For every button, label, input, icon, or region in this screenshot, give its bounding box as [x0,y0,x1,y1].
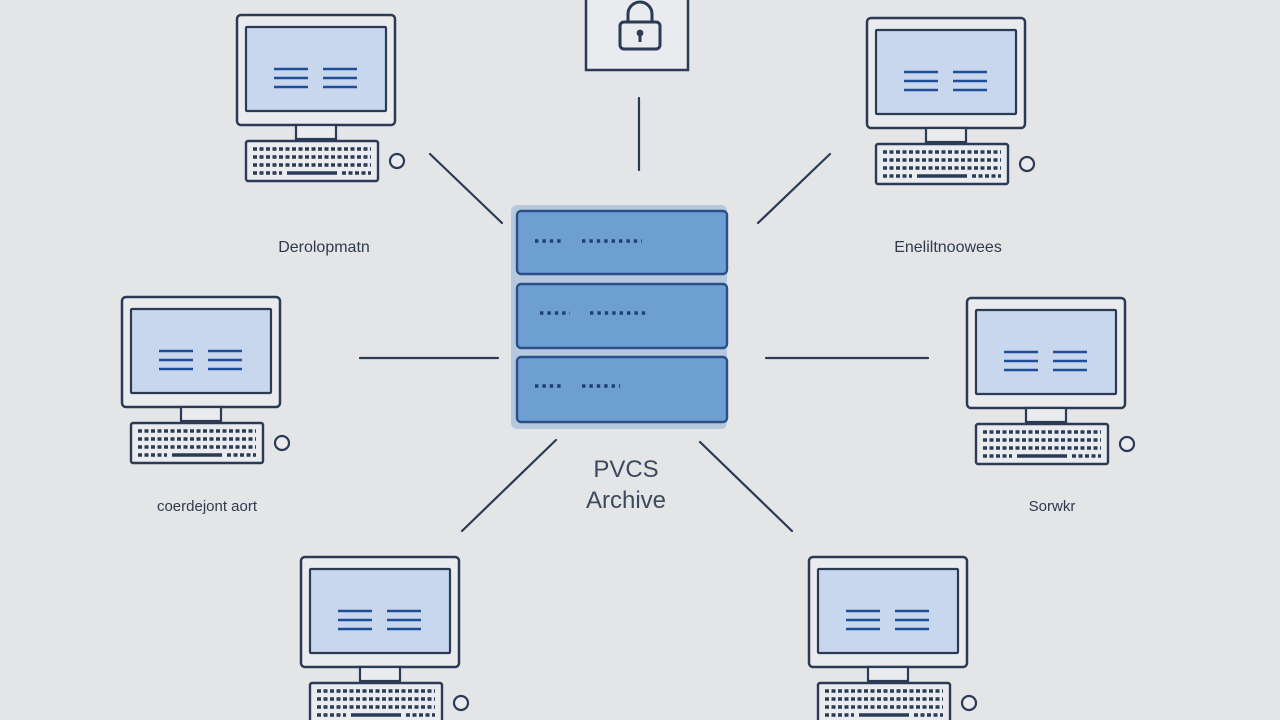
node-label-top-right: Eneliltnoowees [894,239,1002,256]
connector-top-right [756,152,832,225]
server-unit-1 [515,209,729,276]
computer-icon-mid-left [120,295,291,465]
lock-icon [584,0,690,72]
server-unit-3 [515,355,729,424]
archive-title-line-2: Archive [585,487,667,514]
node-label-mid-left: coerdejont aort [156,498,258,515]
connection-lines [358,96,930,533]
computer-icon-top-left [235,13,406,183]
computer-icon-bottom-left [299,555,470,720]
computer-icon-mid-right [965,296,1136,466]
node-label-mid-right: Sorwkr [1028,498,1076,515]
computer-icon-bottom-right [807,555,978,720]
node-label-top-left: Derolopmatn [278,239,370,256]
archive-title-line-1: PVCS [593,456,659,483]
connector-top-left [428,152,504,225]
connector-bottom-left [460,438,558,533]
server-unit-2 [515,282,729,350]
server-icon [511,205,729,429]
archive-title: PVCS Archive [586,454,666,516]
computer-icon-top-right [865,16,1036,186]
connector-bottom-right [698,440,794,533]
